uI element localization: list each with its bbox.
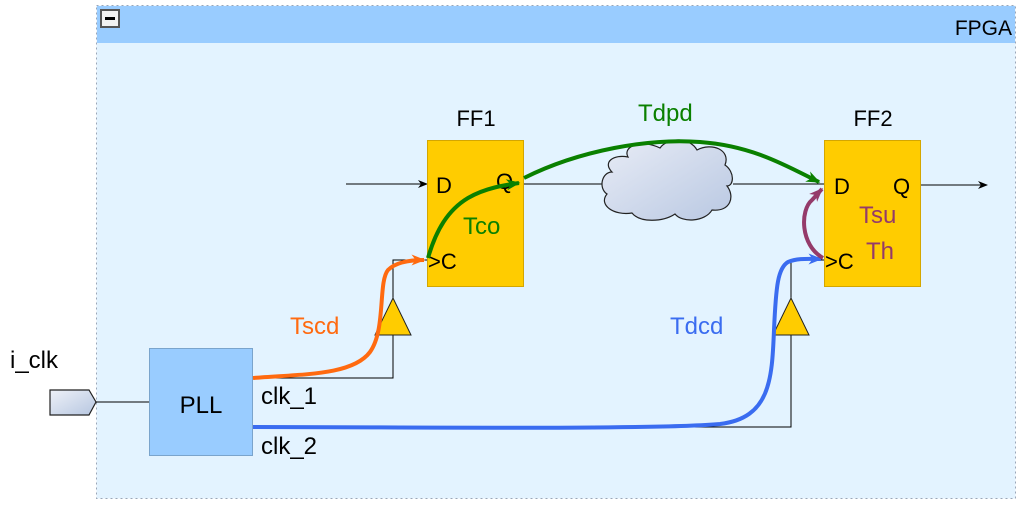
tdpd-path — [523, 139, 821, 184]
ff1-pin-c: >C — [428, 249, 457, 274]
ff1-title: FF1 — [456, 106, 495, 131]
ff1-pin-d: D — [436, 173, 452, 198]
tscd-label: Tscd — [290, 313, 339, 340]
tdpd-label: Tdpd — [638, 100, 693, 127]
tsu-th-path — [802, 187, 825, 260]
tsu-label: Tsu — [859, 202, 896, 229]
pll-label: PLL — [180, 392, 223, 419]
ff2-block[interactable] — [824, 140, 921, 287]
clk-1-wire — [253, 335, 394, 379]
clk-1-label: clk_1 — [261, 383, 317, 410]
pll-block[interactable] — [149, 348, 253, 456]
ff1-pin-q: Q — [496, 169, 513, 194]
th-label: Th — [866, 238, 894, 265]
tdcd-label: Tdcd — [670, 313, 723, 340]
ff2-pin-c: >C — [825, 249, 854, 274]
tco-label: Tco — [463, 213, 500, 240]
tco-path — [426, 179, 521, 259]
input-port-label: i_clk — [10, 347, 59, 374]
container-title: FPGA — [955, 17, 1012, 40]
input-port-pentagon-icon[interactable] — [49, 389, 97, 416]
tscd-path — [252, 254, 426, 380]
collapse-button[interactable] — [100, 9, 120, 28]
clock-buffer-1-triangle-icon[interactable] — [374, 296, 412, 336]
container-header — [97, 6, 1015, 43]
ff1-block[interactable] — [427, 140, 524, 287]
clock-buffer-2-triangle-icon[interactable] — [772, 296, 810, 336]
ff2-pin-d: D — [834, 174, 850, 199]
ff2-title: FF2 — [853, 106, 892, 131]
clk-2-label: clk_2 — [261, 433, 317, 460]
tdcd-path — [252, 253, 823, 430]
ff2-pin-q: Q — [893, 174, 910, 199]
